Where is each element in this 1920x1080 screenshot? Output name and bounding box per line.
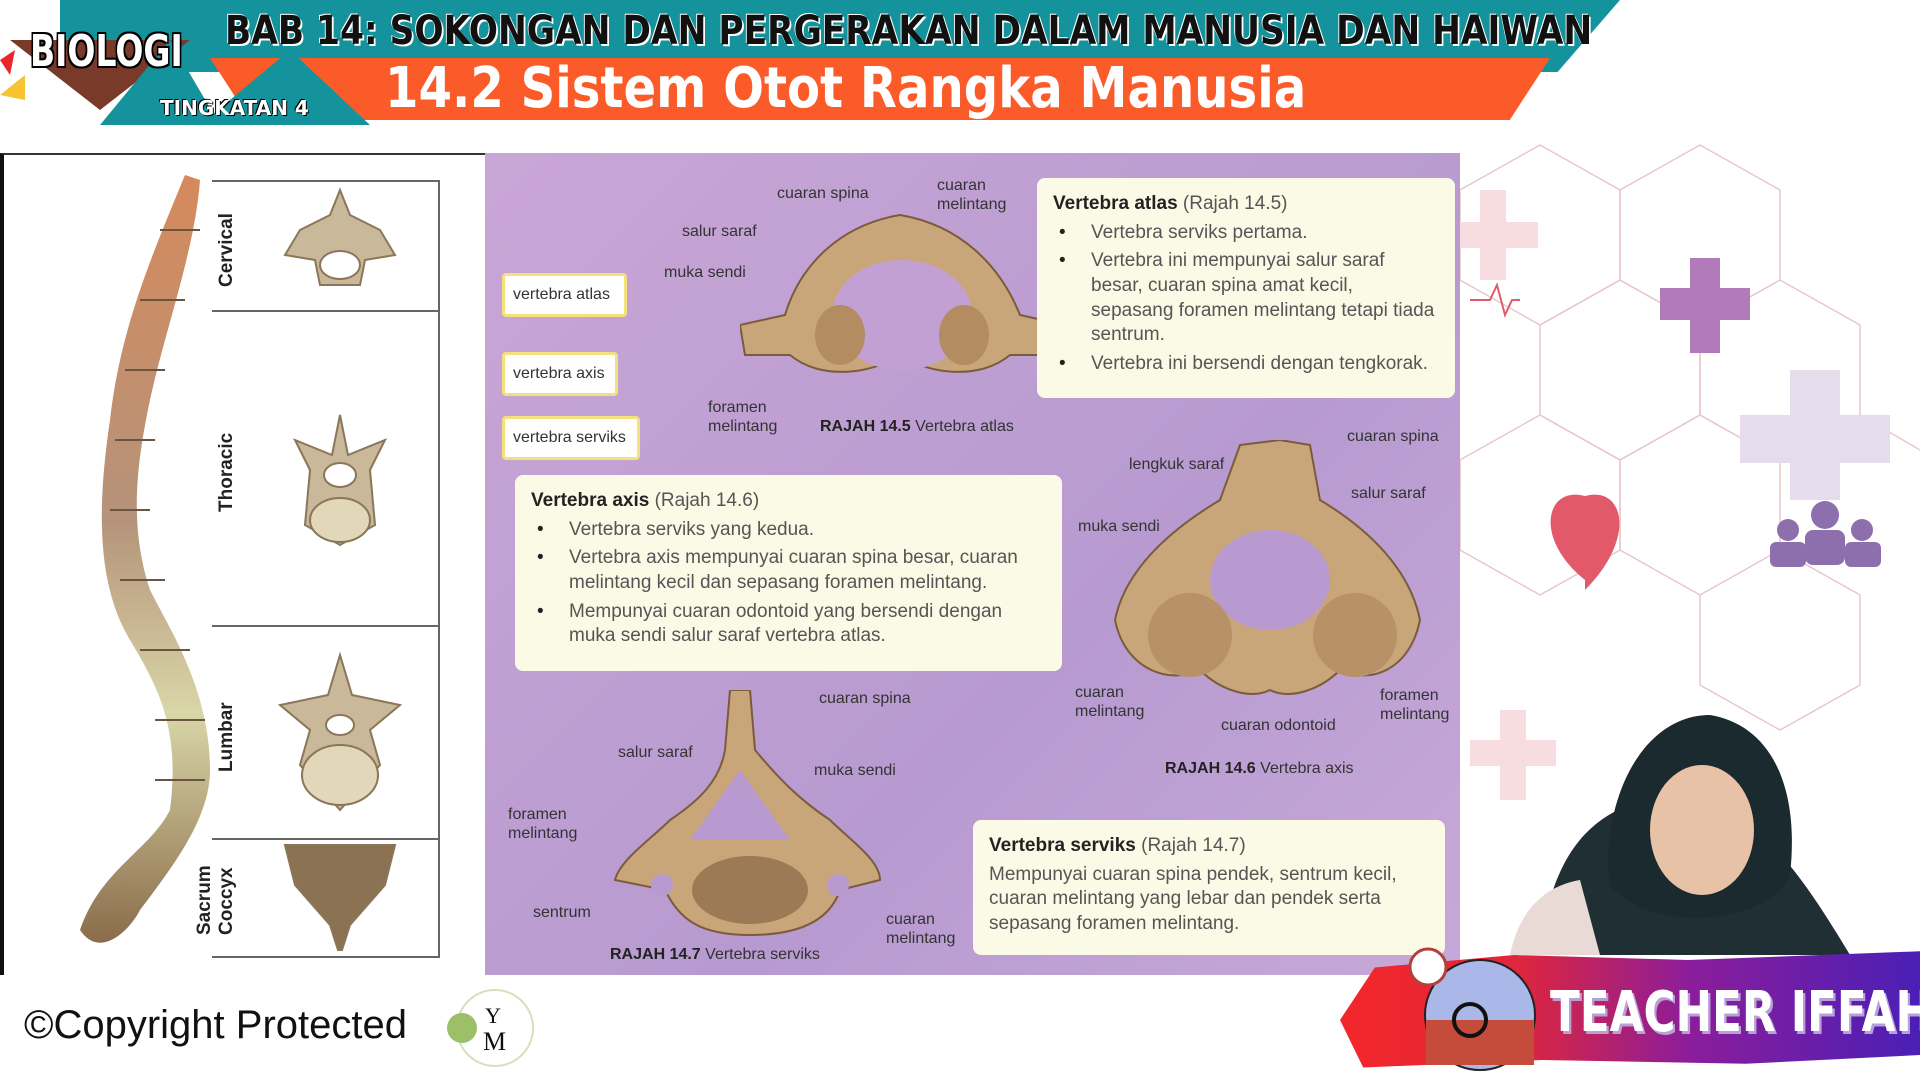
label-cervical: Cervical bbox=[216, 213, 237, 287]
svg-text:M: M bbox=[483, 1027, 506, 1056]
svg-text:Y: Y bbox=[485, 1003, 501, 1028]
serviks-label-foramen-melintang: foramen melintang bbox=[508, 806, 578, 843]
label-coccyx: Coccyx bbox=[216, 867, 237, 935]
axis-label-cuaran-spina: cuaran spina bbox=[1347, 428, 1439, 445]
spine-illustration bbox=[80, 175, 210, 943]
axis-caption-number: RAJAH 14.6 bbox=[1165, 760, 1256, 777]
atlas-ref: (Rajah 14.5) bbox=[1182, 193, 1288, 214]
serviks-label-muka-sendi: muka sendi bbox=[814, 762, 896, 779]
serviks-vertebra-diagram bbox=[613, 690, 882, 937]
atlas-label-foramen-melintang: foramen melintang bbox=[708, 399, 778, 436]
axis-label-cuaran-odontoid: cuaran odontoid bbox=[1221, 717, 1336, 734]
row-cervical: Cervical bbox=[212, 180, 440, 310]
axis-label-muka-sendi: muka sendi bbox=[1078, 518, 1160, 535]
serviks-ref: (Rajah 14.7) bbox=[1141, 835, 1246, 856]
atlas-label-salur-saraf: salur saraf bbox=[682, 223, 757, 240]
axis-label-foramen-melintang: foramen melintang bbox=[1380, 687, 1450, 724]
subject-logo: BIOLOGI bbox=[30, 26, 183, 77]
topic-banner bbox=[210, 58, 1550, 120]
header-logo-shapes bbox=[0, 40, 370, 125]
atlas-info-box: Vertebra atlas (Rajah 14.5) Vertebra ser… bbox=[1037, 178, 1455, 398]
serviks-caption-text: Vertebra serviks bbox=[705, 946, 820, 963]
axis-point: Mempunyai cuaran odontoid yang bersendi … bbox=[531, 600, 1046, 649]
serviks-label-cuaran-spina: cuaran spina bbox=[819, 690, 911, 707]
atlas-label-cuaran-spina: cuaran spina bbox=[777, 185, 869, 202]
ysm-logo: Y M bbox=[447, 989, 534, 1067]
axis-caption-text: Vertebra axis bbox=[1260, 760, 1354, 777]
serviks-label-salur-saraf: salur saraf bbox=[618, 744, 693, 761]
atlas-caption: RAJAH 14.5 Vertebra atlas bbox=[820, 418, 1014, 436]
copyright-notice: ©Copyright Protected bbox=[24, 1003, 407, 1047]
atlas-label-cuaran-melintang: cuaran melintang bbox=[937, 177, 1007, 214]
axis-point: Vertebra axis mempunyai cuaran spina bes… bbox=[531, 546, 1046, 595]
row-lumbar: Lumbar bbox=[212, 625, 440, 838]
atlas-point: Vertebra ini bersendi dengan tengkorak. bbox=[1053, 352, 1439, 377]
axis-point: Vertebra serviks yang kedua. bbox=[531, 518, 1046, 543]
label-thoracic: Thoracic bbox=[216, 432, 237, 512]
serviks-info-box: Vertebra serviks (Rajah 14.7) Mempunyai … bbox=[973, 820, 1445, 955]
serviks-label-cuaran-melintang: cuaran melintang bbox=[886, 911, 956, 948]
axis-label-cuaran-melintang: cuaran melintang bbox=[1075, 684, 1145, 721]
serviks-title: Vertebra serviks bbox=[989, 835, 1136, 856]
chapter-title: BAB 14: SOKONGAN DAN PERGERAKAN DALAM MA… bbox=[225, 8, 1593, 54]
atlas-caption-number: RAJAH 14.5 bbox=[820, 418, 911, 435]
serviks-label-sentrum: sentrum bbox=[533, 904, 591, 921]
label-sacrum: Sacrum bbox=[194, 865, 215, 935]
atlas-point: Vertebra ini mempunyai salur saraf besar… bbox=[1053, 249, 1439, 348]
serviks-text: Mempunyai cuaran spina pendek, sentrum k… bbox=[989, 863, 1397, 935]
serviks-caption: RAJAH 14.7 Vertebra serviks bbox=[610, 946, 820, 964]
scientist-badge-icon bbox=[1408, 947, 1536, 1071]
tag-vertebra-atlas: vertebra atlas bbox=[502, 273, 627, 317]
axis-title: Vertebra axis bbox=[531, 490, 650, 511]
form-label: TINGKATAN 4 bbox=[160, 96, 309, 120]
axis-label-salur-saraf: salur saraf bbox=[1351, 485, 1426, 502]
tag-vertebra-serviks: vertebra serviks bbox=[502, 416, 640, 460]
presenter-webcam bbox=[1510, 715, 1850, 955]
atlas-point: Vertebra serviks pertama. bbox=[1053, 221, 1439, 246]
presenter-name: TEACHER IFFAH bbox=[1550, 980, 1920, 1045]
vertebra-type-illustrations bbox=[277, 187, 403, 951]
label-lumbar: Lumbar bbox=[216, 702, 237, 772]
axis-vertebra-diagram bbox=[1113, 440, 1422, 695]
row-thoracic: Thoracic bbox=[212, 310, 440, 625]
axis-info-box: Vertebra axis (Rajah 14.6) Vertebra serv… bbox=[515, 475, 1062, 671]
atlas-caption-text: Vertebra atlas bbox=[915, 418, 1014, 435]
atlas-title: Vertebra atlas bbox=[1053, 193, 1178, 214]
tag-vertebra-axis: vertebra axis bbox=[502, 352, 618, 396]
atlas-label-muka-sendi: muka sendi bbox=[664, 264, 746, 281]
axis-label-lengkuk-saraf: lengkuk saraf bbox=[1129, 456, 1225, 473]
topic-title: 14.2 Sistem Otot Rangka Manusia bbox=[385, 56, 1307, 121]
axis-caption: RAJAH 14.6 Vertebra axis bbox=[1165, 760, 1354, 778]
atlas-vertebra-diagram bbox=[740, 213, 1067, 373]
serviks-caption-number: RAJAH 14.7 bbox=[610, 946, 701, 963]
axis-ref: (Rajah 14.6) bbox=[654, 490, 760, 511]
